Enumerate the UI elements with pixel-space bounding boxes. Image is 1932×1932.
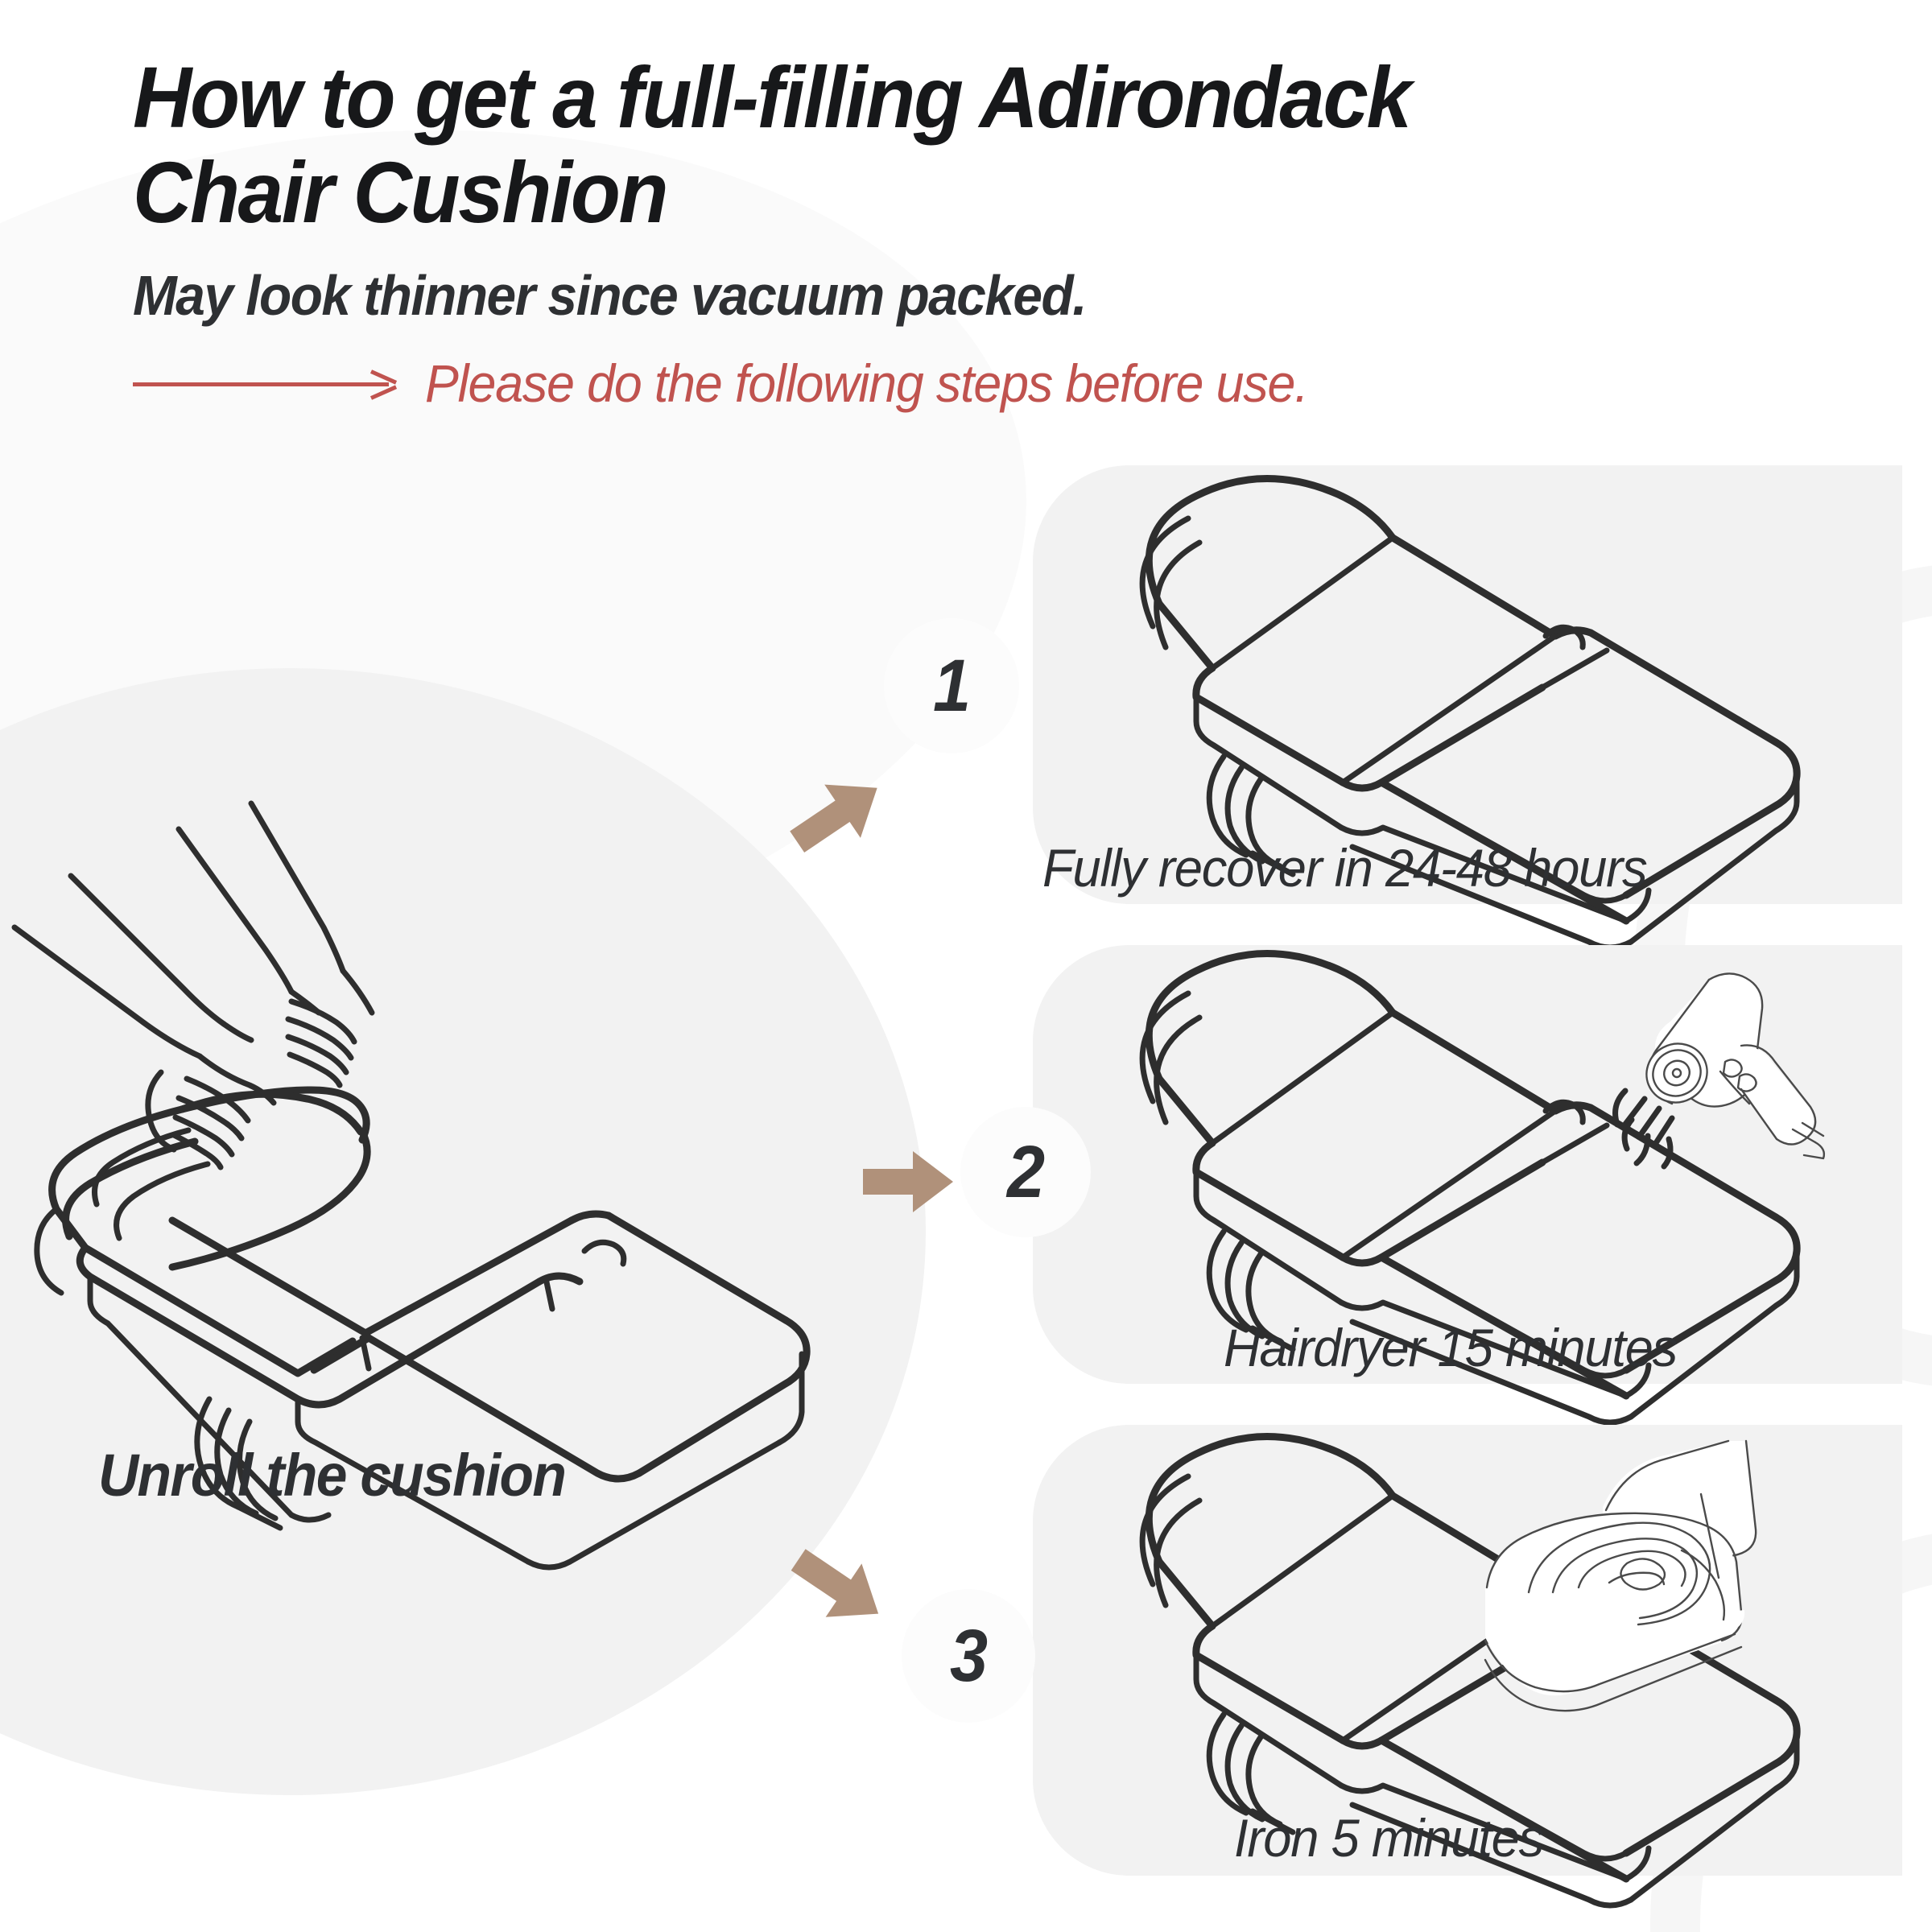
step-caption-2: Hairdryer 15 minutes [1224,1318,1678,1377]
step-number-2: 2 [1007,1130,1045,1213]
page-subtitle: May look thinner since vacuum packed. [133,264,1087,328]
header-block: How to get a full-filling Adirondack Cha… [133,50,1839,328]
connector-arrow-1 [787,769,892,865]
step-1-cushion-illustration [1063,475,1884,951]
step-caption-1: Fully recover in 24-48 hours [1042,838,1648,898]
step-number-1: 1 [933,644,971,727]
step-badge-1: 1 [884,618,1019,753]
note-arrow-icon [133,369,411,400]
connector-arrow-2 [860,1141,956,1222]
iron-icon [1484,1439,1839,1739]
hairdryer-icon [1582,970,1872,1220]
page-title: How to get a full-filling Adirondack Cha… [133,48,1412,241]
step-caption-3: Iron 5 minutes [1234,1808,1544,1868]
note-text: Please do the following steps before use… [425,353,1309,413]
step-badge-2: 2 [960,1107,1091,1237]
connector-arrow-3 [785,1542,890,1638]
step-number-3: 3 [950,1614,988,1697]
note-row: Please do the following steps before use… [133,353,1354,414]
unroll-cushion-illustration [8,757,829,1571]
step-2-cushion-illustration [1063,950,1884,1426]
unroll-caption: Unroll the cushion [98,1442,567,1509]
step-3-cushion-illustration [1063,1433,1884,1909]
step-badge-3: 3 [902,1589,1035,1723]
